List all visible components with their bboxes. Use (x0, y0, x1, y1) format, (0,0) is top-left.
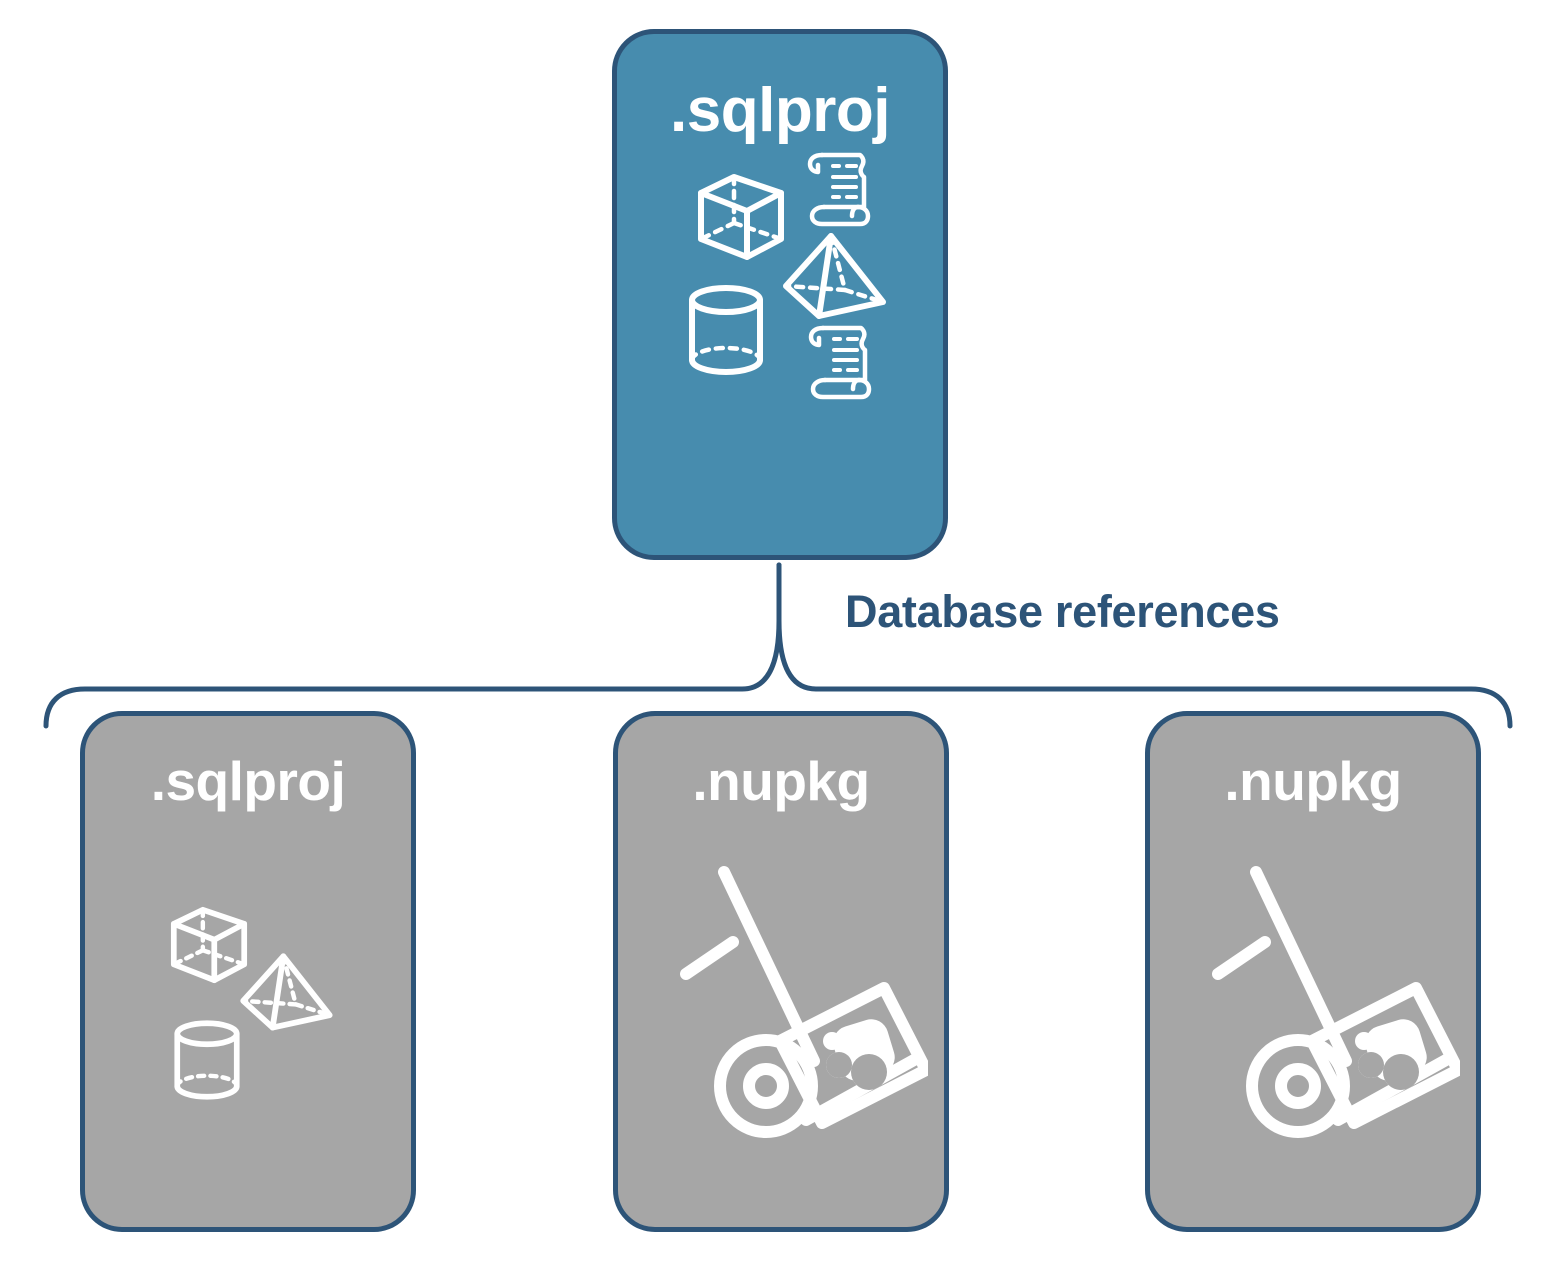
hand-truck-package-icon (680, 866, 928, 1138)
reference-card-title: .nupkg (692, 750, 870, 812)
scroll-icon (808, 325, 872, 400)
reference-card-artwork (85, 809, 411, 1227)
cube-icon (698, 174, 784, 260)
cylinder-icon (689, 285, 763, 375)
reference-card-nupkg[interactable]: .nupkg (613, 711, 949, 1232)
reference-card-artwork (618, 809, 944, 1227)
pyramid-icon (240, 953, 333, 1031)
root-card-title: .sqlproj (670, 76, 890, 145)
root-card-artwork (617, 142, 943, 555)
reference-card-nupkg[interactable]: .nupkg (1145, 711, 1481, 1232)
cube-icon (170, 906, 248, 984)
cylinder-icon (174, 1020, 240, 1100)
reference-card-title: .nupkg (1224, 750, 1402, 812)
root-card-sqlproj[interactable]: .sqlproj (612, 29, 948, 560)
scroll-icon (807, 152, 871, 227)
reference-card-sqlproj[interactable]: .sqlproj (80, 711, 416, 1232)
pyramid-icon (783, 233, 886, 319)
reference-card-artwork (1150, 809, 1476, 1227)
reference-card-title: .sqlproj (150, 750, 346, 812)
connector-label: Database references (845, 586, 1280, 637)
hand-truck-package-icon (1212, 866, 1460, 1138)
